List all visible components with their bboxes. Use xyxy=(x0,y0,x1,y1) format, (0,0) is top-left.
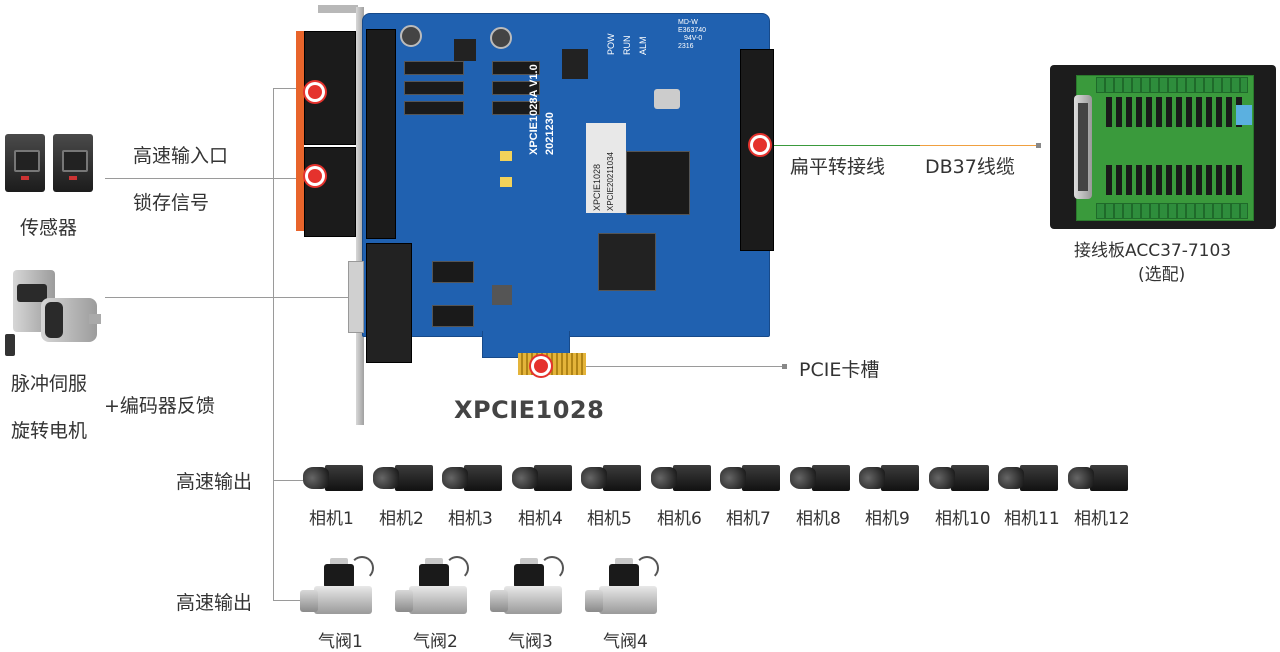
target-marker-icon xyxy=(308,85,322,99)
led-alm: ALM xyxy=(638,36,648,55)
stepper-motor-label: 旋转电机 xyxy=(11,420,88,442)
camera-icon xyxy=(512,461,572,493)
pcb-mark-1: MD-W xyxy=(678,19,698,26)
camera-icon xyxy=(720,461,780,493)
camera-label: 相机4 xyxy=(518,509,563,529)
valve-icon xyxy=(395,556,475,628)
valve-icon xyxy=(490,556,570,628)
servo-connector-line xyxy=(105,297,352,298)
valve-label: 气阀4 xyxy=(603,632,648,652)
pcie-connector-line xyxy=(550,366,784,367)
led-run: RUN xyxy=(622,35,632,56)
pcb-serial2-text: XPCIE20211034 xyxy=(606,151,615,211)
high-speed-input-label: 高速输入口 xyxy=(133,145,229,167)
camera-label: 相机2 xyxy=(379,509,424,529)
sensor-connector-line xyxy=(105,178,305,179)
pcb-serial1-text: XPCIE1028 xyxy=(592,163,602,211)
servo-motor-icon xyxy=(5,262,105,358)
camera-label: 相机3 xyxy=(448,509,493,529)
db37-cable-line xyxy=(920,145,1038,146)
terminal-board-label: 接线板ACC37-7103 xyxy=(1074,241,1232,261)
camera-label: 相机12 xyxy=(1074,509,1130,529)
camera-icon xyxy=(998,461,1058,493)
camera-label: 相机11 xyxy=(1004,509,1060,529)
camera-label: 相机5 xyxy=(587,509,632,529)
camera-icon xyxy=(1068,461,1128,493)
valve-label: 气阀3 xyxy=(508,632,553,652)
valve-icon xyxy=(585,556,665,628)
pulse-servo-label: 脉冲伺服 xyxy=(11,373,88,395)
sensor-label: 传感器 xyxy=(20,217,78,239)
card-model-title: XPCIE1028 xyxy=(454,396,605,424)
latch-signal-label: 锁存信号 xyxy=(133,192,210,214)
camera-label: 相机9 xyxy=(865,509,910,529)
camera-icon xyxy=(859,461,919,493)
camera-label: 相机7 xyxy=(726,509,771,529)
valve-connector-line xyxy=(273,600,303,601)
pcie-card-icon: XPCIE1028A V1.0 2021230 XPCIE1028 XPCIE2… xyxy=(296,5,776,427)
led-pow: POW xyxy=(606,33,616,56)
high-speed-output-valve-label: 高速输出 xyxy=(176,592,253,614)
camera-icon xyxy=(373,461,433,493)
camera-connector-line xyxy=(273,480,303,481)
target-marker-icon xyxy=(753,138,767,152)
target-marker-icon xyxy=(534,359,548,373)
encoder-feedback-label: +编码器反馈 xyxy=(104,395,215,417)
flat-cable-line xyxy=(770,145,920,146)
pcie-line-end xyxy=(782,364,787,369)
db37-line-end xyxy=(1036,143,1041,148)
camera-label: 相机8 xyxy=(796,509,841,529)
db37-cable-label: DB37线缆 xyxy=(925,156,1015,178)
camera-icon xyxy=(442,461,502,493)
pcb-led-labels: POW RUN ALM xyxy=(606,31,666,56)
pcb-model-text: XPCIE1028A V1.0 xyxy=(528,64,540,155)
bus-top-connector xyxy=(273,88,303,89)
camera-icon xyxy=(581,461,641,493)
main-bus-line xyxy=(273,88,274,600)
sensor-icon xyxy=(5,130,103,200)
target-marker-icon xyxy=(308,169,322,183)
pcb-date-text: 2021230 xyxy=(544,112,556,155)
pcie-slot-label: PCIE卡槽 xyxy=(799,359,880,381)
camera-icon xyxy=(790,461,850,493)
pcb-mark-3: 94V-0 xyxy=(684,35,703,42)
valve-label: 气阀1 xyxy=(318,632,363,652)
terminal-board-icon xyxy=(1050,65,1276,229)
camera-label: 相机10 xyxy=(935,509,991,529)
camera-icon xyxy=(651,461,711,493)
valve-label: 气阀2 xyxy=(413,632,458,652)
high-speed-output-cam-label: 高速输出 xyxy=(176,471,253,493)
pcb-mark-4: 2316 xyxy=(678,43,694,50)
valve-icon xyxy=(300,556,380,628)
pcb-mark-2: E363740 xyxy=(678,27,707,34)
terminal-board-optional: (选配) xyxy=(1138,265,1186,285)
camera-icon xyxy=(303,461,363,493)
camera-icon xyxy=(929,461,989,493)
flat-adapter-label: 扁平转接线 xyxy=(790,156,886,178)
camera-label: 相机6 xyxy=(657,509,702,529)
camera-label: 相机1 xyxy=(309,509,354,529)
